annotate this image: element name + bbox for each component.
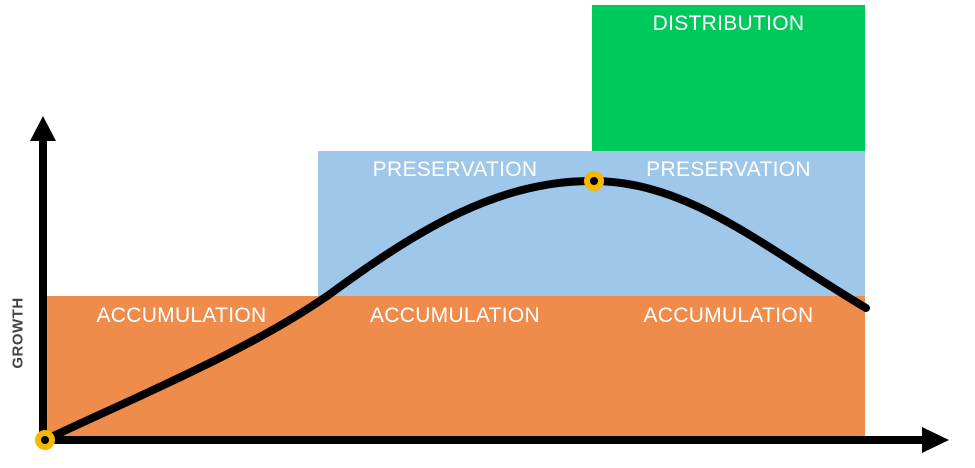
accumulation-label-3: ACCUMULATION xyxy=(643,304,814,327)
accumulation-label-1: ACCUMULATION xyxy=(96,304,267,327)
preservation-label-2: PRESERVATION xyxy=(646,158,811,181)
growth-curve xyxy=(41,176,870,444)
accumulation-label-2: ACCUMULATION xyxy=(369,304,541,327)
peak-marker xyxy=(584,171,604,191)
x-axis-arrowhead xyxy=(922,427,949,453)
preservation-label-1: PRESERVATION xyxy=(372,158,538,181)
accumulation-band xyxy=(45,296,865,440)
y-axis-arrowhead xyxy=(30,116,56,141)
origin-marker xyxy=(35,430,55,450)
distribution-band xyxy=(592,5,865,151)
distribution-label: DISTRIBUTION xyxy=(652,12,805,35)
